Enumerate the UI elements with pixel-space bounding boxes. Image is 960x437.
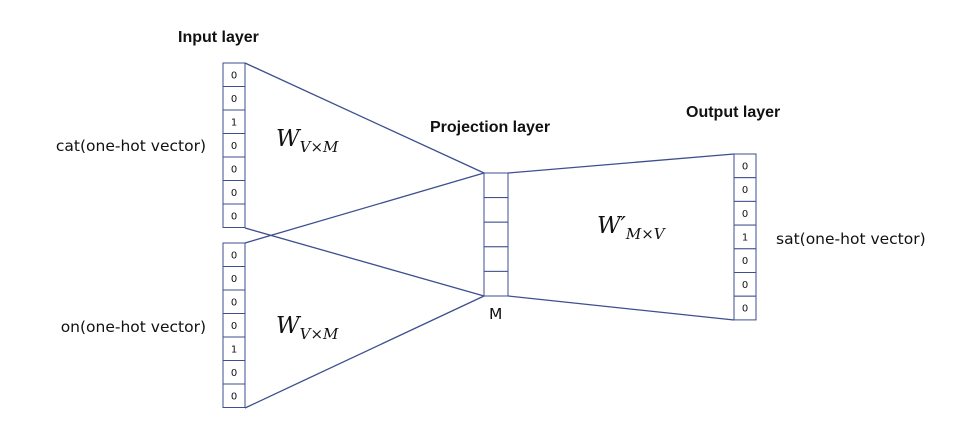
on-vector-cell-value: 0: [231, 321, 237, 332]
sat-vector-cell-value: 0: [742, 209, 748, 220]
projection-layer-vector: [483, 172, 509, 297]
cat-input-vector: 0 0 1 0 0 0 0: [222, 62, 246, 228]
on-vector-cell: 0: [222, 360, 246, 385]
on-vector-cell: 0: [222, 383, 246, 408]
sat-output-vector: 0 0 0 1 0 0 0: [733, 153, 757, 321]
output-lower-edge: [507, 295, 735, 321]
on-vector-cell: 0: [222, 313, 246, 338]
sat-vector-cell-value: 1: [742, 232, 748, 243]
cat-vector-cell-value: 0: [231, 94, 237, 105]
cat-vector-cell-value: 0: [231, 188, 237, 199]
sat-vector-cell-box: [733, 295, 757, 321]
on-vector-cell-value: 0: [231, 297, 237, 308]
projection-cell-box: [483, 197, 509, 223]
connections: [244, 62, 735, 409]
projection-cell: [483, 172, 509, 199]
cat-vector-cell: 0: [222, 180, 246, 205]
on-vector-cell: 0: [222, 266, 246, 291]
cat-vector-cell: 0: [222, 86, 246, 111]
input-bottom-weight-label: WV×M: [276, 313, 339, 343]
cat-vector-cell: 0: [222, 203, 246, 228]
projection-cell: [483, 270, 509, 297]
projection-cell: [483, 197, 509, 223]
input-bottom-lower-edge: [244, 295, 485, 409]
projection-dimension-label: M: [489, 305, 502, 323]
sat-vector-cell-value: 0: [742, 185, 748, 196]
projection-cell-box: [483, 221, 509, 248]
projection-cell-box: [483, 270, 509, 297]
on-vector-cell-value: 1: [231, 344, 237, 355]
cat-vector-cell-value: 0: [231, 141, 237, 152]
on-vector-cell-value: 0: [231, 274, 237, 285]
on-vector-cell: 0: [222, 289, 246, 314]
on-vector-cell: 1: [222, 336, 246, 361]
projection-layer-heading: Projection layer: [430, 119, 550, 136]
input-layer-heading: Input layer: [178, 29, 259, 46]
projection-cell: [483, 246, 509, 272]
cat-vector-cell: 1: [222, 109, 246, 134]
sat-vector-cell: 0: [733, 295, 757, 321]
on-vector-cell: 0: [222, 242, 246, 267]
input-top-weight-label: WV×M: [276, 126, 339, 156]
sat-vector-cell: 1: [733, 224, 757, 250]
on-vector-cell-box: [222, 383, 246, 408]
cat-vector-cell: 0: [222, 133, 246, 158]
on-vector-cell-value: 0: [231, 250, 237, 261]
cat-vector-cell-value: 0: [231, 164, 237, 175]
sat-label: sat(one-hot vector): [776, 230, 926, 248]
sat-vector-cell: 0: [733, 248, 757, 274]
cat-vector-cell-value: 1: [231, 117, 237, 128]
output-upper-edge: [507, 153, 735, 174]
projection-cell-box: [483, 172, 509, 199]
cat-vector-cell: 0: [222, 156, 246, 181]
output-weight-label: W′M×V: [597, 213, 667, 243]
sat-vector-cell-value: 0: [742, 256, 748, 267]
on-label: on(one-hot vector): [61, 318, 206, 336]
projection-cell: [483, 221, 509, 248]
sat-vector-cell-value: 0: [742, 161, 748, 172]
on-vector-cell-value: 0: [231, 391, 237, 402]
output-layer-heading: Output layer: [686, 104, 780, 121]
cat-label: cat(one-hot vector): [56, 137, 206, 155]
sat-vector-cell-value: 0: [742, 280, 748, 291]
sat-vector-cell: 0: [733, 177, 757, 202]
on-input-vector: 0 0 0 0 1 0 0: [222, 242, 246, 408]
cat-vector-cell-value: 0: [231, 70, 237, 81]
input-top-lower-edge: [244, 227, 485, 297]
input-top-upper-edge: [244, 62, 485, 174]
input-bottom-upper-edge: [244, 172, 485, 244]
on-vector-cell-value: 0: [231, 368, 237, 379]
cat-vector-cell-value: 0: [231, 211, 237, 222]
cat-vector-cell: 0: [222, 62, 246, 87]
sat-vector-cell-value: 0: [742, 304, 748, 315]
sat-vector-cell: 0: [733, 200, 757, 226]
sat-vector-cell: 0: [733, 272, 757, 297]
sat-vector-cell: 0: [733, 153, 757, 179]
cat-vector-cell-box: [222, 203, 246, 228]
projection-cell-box: [483, 246, 509, 272]
